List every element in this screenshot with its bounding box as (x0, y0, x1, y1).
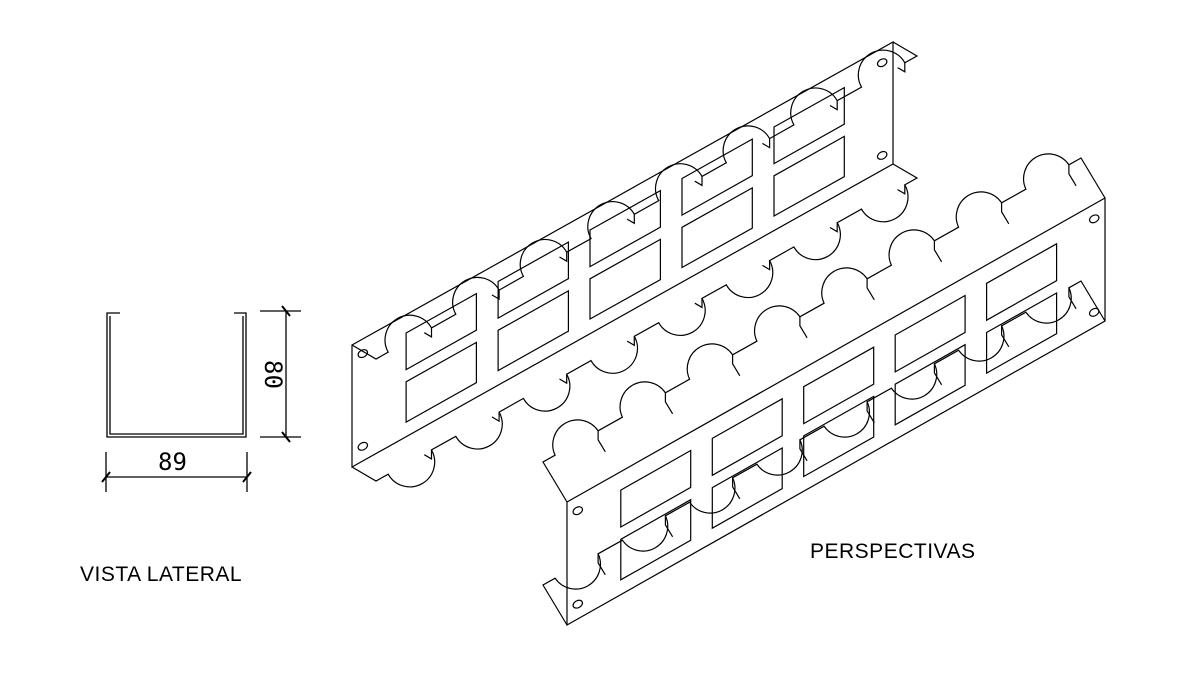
finger-tab (626, 336, 635, 347)
mounting-hole (1088, 214, 1100, 224)
mounting-hole (876, 58, 888, 68)
finger-tab (559, 252, 568, 263)
finger-tab (866, 401, 875, 424)
channel-profile (106, 312, 247, 438)
cable-window (589, 238, 661, 321)
finger-tab (897, 62, 906, 73)
cable-window (803, 395, 875, 478)
cable-tray-top (351, 41, 919, 360)
finger-tab (694, 298, 703, 309)
cable-window (497, 289, 569, 372)
finger-tab (732, 354, 741, 377)
finger-tab (799, 439, 808, 462)
cable-window (803, 346, 875, 425)
cable-window (589, 189, 661, 268)
cable-tray-bottom (542, 280, 1106, 626)
front-panel (542, 153, 1106, 627)
mounting-hole (876, 150, 888, 160)
tick (242, 471, 252, 483)
mounting-hole (1088, 307, 1100, 317)
finger-tab (597, 553, 606, 576)
finger-tab (762, 260, 771, 271)
finger-tab (866, 278, 875, 301)
finger-tab (933, 363, 943, 386)
finger-tab (1001, 202, 1010, 225)
finger-tab (762, 138, 771, 149)
finger-tab (799, 316, 808, 339)
cable-window (894, 294, 966, 373)
finger-tab (1068, 164, 1077, 187)
mounting-hole (357, 441, 369, 451)
finger-tab (1068, 287, 1077, 310)
finger-tab (491, 290, 500, 301)
cable-tray-top (542, 153, 1106, 503)
finger-tab (829, 100, 838, 111)
cable-window (620, 498, 692, 581)
cable-window (620, 449, 692, 529)
cable-window (986, 291, 1058, 375)
cable-window (405, 292, 477, 371)
finger-tab (1001, 325, 1010, 348)
finger-tab (897, 184, 906, 195)
tick (281, 431, 291, 443)
finger-tab (559, 374, 568, 385)
finger-tab (626, 214, 635, 225)
finger-tab (933, 240, 943, 263)
finger-tab (423, 327, 433, 338)
tick (281, 305, 291, 317)
side-view-profile (101, 305, 301, 492)
cable-window (773, 86, 845, 165)
finger-tab (664, 515, 674, 538)
finger-tab (423, 449, 433, 460)
finger-tab (694, 176, 703, 187)
cable-window (773, 135, 845, 218)
cable-window (711, 397, 783, 477)
finger-tab (491, 412, 500, 423)
finger-tab (664, 392, 674, 415)
finger-tab (597, 430, 606, 453)
height-dimension-text: 80 (259, 360, 287, 389)
side-view-label: VISTA LATERAL (80, 563, 243, 586)
cable-tray-bottom (351, 163, 919, 488)
cable-window (711, 446, 783, 530)
cable-window (681, 138, 753, 217)
mounting-hole (572, 599, 584, 609)
cable-window (986, 242, 1058, 322)
rear-panel (351, 40, 919, 488)
finger-tab (732, 477, 741, 500)
finger-tab (829, 222, 838, 233)
cable-window (681, 186, 753, 269)
width-dimension-text: 89 (158, 448, 187, 476)
perspectives-label: PERSPECTIVAS (810, 540, 976, 563)
cable-window (405, 341, 477, 424)
mounting-hole (572, 506, 584, 516)
cable-window (894, 343, 966, 426)
cable-window (497, 241, 569, 320)
tick (101, 471, 111, 483)
perspective-views (351, 40, 1106, 627)
